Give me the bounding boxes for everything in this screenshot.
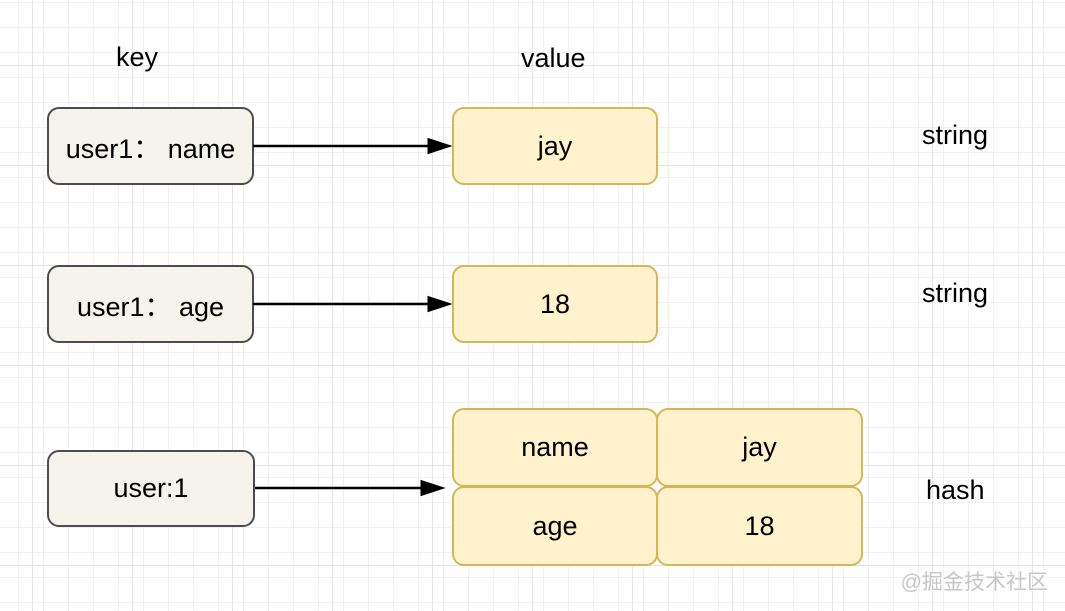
hash-cell-field-age: age xyxy=(452,486,658,566)
value-box-jay: jay xyxy=(452,107,658,185)
value-box-18-label: 18 xyxy=(539,288,571,319)
arrow-row2 xyxy=(253,292,453,316)
watermark: @掘金技术社区 xyxy=(900,571,1048,594)
column-header-value: value xyxy=(521,43,586,73)
type-label-string-1: string xyxy=(922,120,989,150)
value-box-jay-label: jay xyxy=(537,130,573,161)
type-label-hash: hash xyxy=(926,475,985,505)
key-box-user-1-label: user:1 xyxy=(113,473,189,503)
key-box-user-1: user:1 xyxy=(47,450,255,527)
type-label-string-2: string xyxy=(922,278,989,308)
hash-cell-field-name: name xyxy=(452,408,658,487)
key-box-user1-name-label: user1： name xyxy=(65,133,236,164)
hash-cell-value-jay-label: jay xyxy=(742,432,777,462)
key-box-user1-age-label: user1： age xyxy=(76,291,225,322)
arrow-row2-graphic xyxy=(253,295,453,313)
arrow-row3-graphic xyxy=(255,479,446,497)
hash-cell-value-18: 18 xyxy=(656,486,863,566)
key-box-user1-name: user1： name xyxy=(47,107,254,185)
hash-cell-value-18-label: 18 xyxy=(744,510,775,541)
arrow-row3 xyxy=(255,476,447,500)
column-header-key: key xyxy=(116,42,159,72)
key-box-user1-age: user1： age xyxy=(47,265,254,343)
value-box-18: 18 xyxy=(452,265,658,343)
hash-cell-field-age-label: age xyxy=(532,510,578,541)
hash-cell-value-jay: jay xyxy=(656,408,863,487)
arrow-row1-graphic xyxy=(253,137,453,155)
arrow-row1 xyxy=(253,134,453,158)
hash-cell-field-name-label: name xyxy=(521,432,589,462)
